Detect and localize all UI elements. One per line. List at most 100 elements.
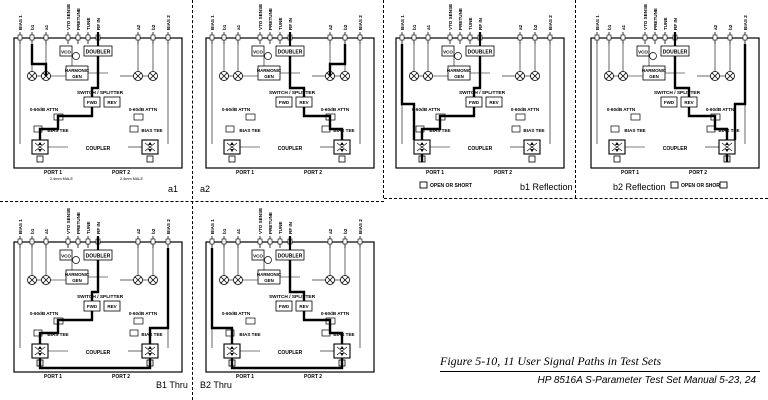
line-label-6: RF IN bbox=[288, 221, 293, 234]
harmonic-label-1: HARMONIC bbox=[642, 68, 667, 73]
path-source bbox=[288, 56, 306, 97]
line-label-7: a2 bbox=[328, 228, 333, 234]
harmonic-label-1: HARMONIC bbox=[447, 68, 472, 73]
line-label-6: RF IN bbox=[96, 17, 101, 30]
line-label-9: BIAS 2 bbox=[358, 15, 363, 30]
coupler-left bbox=[31, 139, 49, 155]
vco-label: VCO bbox=[638, 50, 648, 55]
coupler-left bbox=[608, 139, 626, 155]
figure-rule bbox=[440, 371, 760, 372]
harmonic-label-2: GEN bbox=[264, 278, 274, 283]
line-label-8: b2 bbox=[151, 24, 156, 30]
attn-right-label: 0-60dB ATTN bbox=[321, 107, 350, 112]
vco-symbol bbox=[264, 52, 272, 60]
panel-caption: a1 bbox=[168, 184, 179, 194]
harmonic-label-1: HARMONIC bbox=[65, 272, 90, 277]
attn-left-label: 0-60dB ATTN bbox=[222, 107, 251, 112]
line-label-2: a1 bbox=[621, 24, 626, 30]
line-label-9: BIAS 2 bbox=[166, 219, 171, 234]
bias-tee-right-box bbox=[129, 329, 139, 337]
line-label-7: a2 bbox=[518, 24, 523, 30]
path-port2-drive bbox=[302, 311, 344, 344]
line-label-9: BIAS 2 bbox=[548, 15, 553, 30]
line-label-2: a1 bbox=[44, 228, 49, 234]
vco-box bbox=[251, 45, 265, 57]
harmonic-label-2: GEN bbox=[264, 74, 274, 79]
bias-tee-right-box bbox=[511, 125, 521, 133]
line-label-5: TUNE bbox=[278, 17, 283, 30]
bias-tee-left-label: BIAS TEE bbox=[624, 128, 645, 133]
line-label-0: BIAS 1 bbox=[18, 219, 23, 234]
vco-symbol bbox=[72, 52, 80, 60]
doubler-label: DOUBLER bbox=[278, 50, 303, 56]
coupler-right bbox=[141, 343, 159, 359]
bias-tee-left-box bbox=[225, 329, 235, 337]
vco-label: VCO bbox=[61, 254, 71, 259]
path-port2-drive bbox=[687, 107, 729, 140]
vco-box bbox=[441, 45, 455, 57]
vco-label: VCO bbox=[253, 254, 263, 259]
attn-left-box bbox=[630, 113, 641, 121]
path-source bbox=[288, 260, 306, 301]
doubler-label: DOUBLER bbox=[86, 254, 111, 260]
attn-left-label: 0-60dB ATTN bbox=[30, 311, 59, 316]
line-label-1: b1 bbox=[412, 24, 417, 30]
line-label-9: BIAS 2 bbox=[166, 15, 171, 30]
open-short-box-right bbox=[719, 181, 728, 189]
switch-splitter-label: SWITCH / SPLITTER bbox=[77, 90, 124, 96]
line-label-6: RF IN bbox=[478, 17, 483, 30]
vco-symbol bbox=[72, 256, 80, 264]
bias-tee-right-label: BIAS TEE bbox=[718, 128, 739, 133]
coupler-label: COUPLER bbox=[86, 146, 111, 152]
path-source bbox=[90, 56, 100, 97]
rev-label: REV bbox=[107, 100, 116, 105]
line-label-7: a2 bbox=[136, 228, 141, 234]
port1-label: PORT 1 bbox=[44, 170, 62, 176]
path-a2 bbox=[328, 44, 347, 76]
bias-tee-right-label: BIAS TEE bbox=[333, 332, 354, 337]
harmonic-label-1: HARMONIC bbox=[257, 272, 282, 277]
line-label-4: PRETUNE bbox=[268, 212, 273, 234]
open-short-label: OPEN OR SHORT bbox=[681, 183, 723, 189]
separator-v1 bbox=[192, 0, 193, 400]
doubler-label: DOUBLER bbox=[663, 50, 688, 56]
doubler-label: DOUBLER bbox=[468, 50, 493, 56]
coupler-right bbox=[718, 139, 736, 155]
line-label-4: PRETUNE bbox=[268, 8, 273, 30]
path-source bbox=[673, 56, 691, 97]
port2-note: 2.4mm MALE bbox=[120, 177, 143, 181]
port2-label: PORT 2 bbox=[112, 170, 130, 176]
bias-tee-left-label: BIAS TEE bbox=[429, 128, 450, 133]
bias-tee-left-box bbox=[225, 125, 235, 133]
attn-left-label: 0-60dB ATTN bbox=[30, 107, 59, 112]
port2-label: PORT 2 bbox=[494, 170, 512, 176]
line-label-5: TUNE bbox=[86, 17, 91, 30]
port2-label: PORT 2 bbox=[112, 374, 130, 380]
line-label-6: RF IN bbox=[96, 221, 101, 234]
line-label-3: VTO SENSE bbox=[258, 4, 263, 30]
attn-left-label: 0-60dB ATTN bbox=[412, 107, 441, 112]
coupler-left bbox=[223, 343, 241, 359]
path-source bbox=[90, 260, 100, 301]
bias-tee-right-label: BIAS TEE bbox=[141, 332, 162, 337]
bias-tee-right-box bbox=[321, 329, 331, 337]
attn-right-label: 0-60dB ATTN bbox=[706, 107, 735, 112]
path-thru-loop bbox=[230, 358, 344, 370]
coupler-right bbox=[333, 139, 351, 155]
line-label-9: BIAS 2 bbox=[358, 219, 363, 234]
path-port2-drive bbox=[302, 107, 344, 140]
switch-splitter-label: SWITCH / SPLITTER bbox=[654, 90, 701, 96]
vco-label: VCO bbox=[443, 50, 453, 55]
path-b2-thru bbox=[210, 248, 234, 344]
attn-left-box bbox=[245, 113, 256, 121]
coupler-label: COUPLER bbox=[86, 350, 111, 356]
fwd-label: FWD bbox=[664, 100, 675, 105]
panel-caption: b1 Reflection bbox=[520, 182, 573, 192]
line-label-2: a1 bbox=[236, 24, 241, 30]
fwd-box bbox=[660, 96, 678, 108]
bias-tee-left-label: BIAS TEE bbox=[239, 128, 260, 133]
bias-tee-right-label: BIAS TEE bbox=[141, 128, 162, 133]
fwd-label: FWD bbox=[279, 100, 290, 105]
